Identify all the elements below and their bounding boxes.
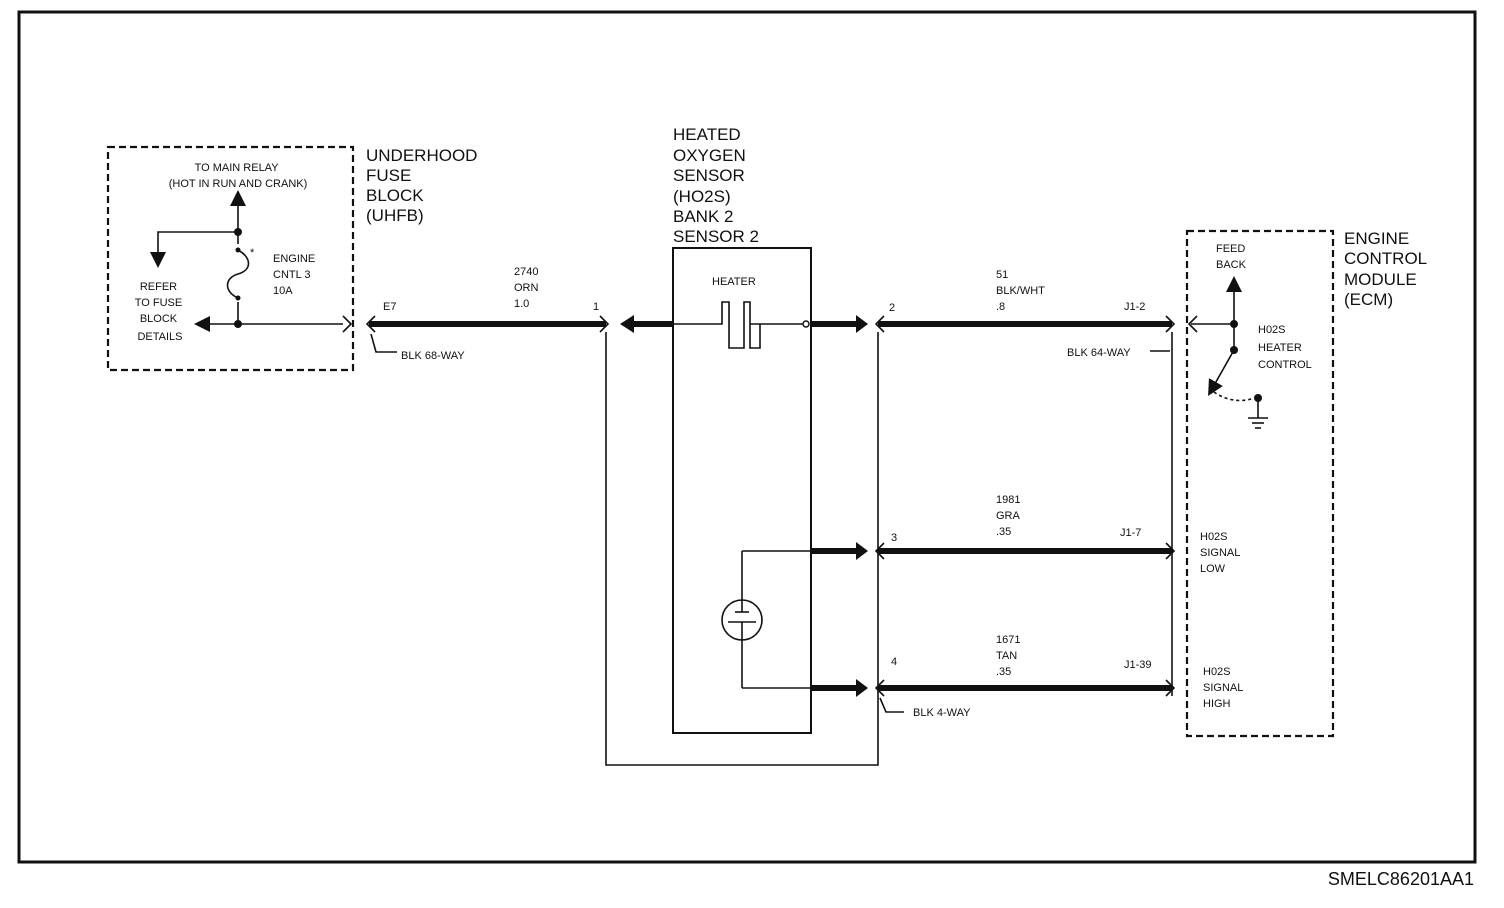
uhfb-connector-leader: [370, 333, 397, 353]
uhfb-connector-label: BLK 68-WAY: [401, 350, 465, 362]
sensor-body: [672, 247, 812, 734]
refer-branch-arrow: [150, 231, 238, 268]
uhfb-pin-label: E7: [383, 301, 396, 313]
sensor-pin2-arrow: [856, 315, 868, 333]
signal-high-label: H02S SIGNAL HIGH: [1203, 666, 1246, 710]
ecm-pin-heater-label: J1-2: [1124, 301, 1145, 313]
ecm-dashed-box: [1185, 229, 1335, 738]
uhfb-connector-pin: [365, 315, 376, 333]
wire-2740-label: 2740 ORN 1.0: [514, 266, 542, 310]
fuse-label: ENGINE CNTL 3 10A: [273, 253, 318, 297]
wire-1671-label: 1671 TAN .35: [996, 634, 1024, 678]
ecm-block: ENGINE CONTROL MODULE (ECM) FEED BACK H0…: [1185, 229, 1431, 738]
uhfb-dashed-box: [106, 145, 355, 372]
sensor-connector-leader: [879, 697, 904, 713]
sensor-pin1-connector: [599, 315, 610, 333]
ecm-pin-high-label: J1-39: [1124, 659, 1152, 671]
wire-heater-control: 2 51 BLK/WHT .8 J1-2: [811, 269, 1176, 333]
heater-control-switch-icon: [1208, 349, 1235, 396]
ecm-title: ENGINE CONTROL MODULE (ECM): [1344, 229, 1431, 309]
ecm-connector-label: BLK 64-WAY: [1067, 347, 1131, 359]
wire-feed-2740: E7 1 2740 ORN 1.0 BLK 68-WAY: [365, 266, 610, 362]
fuse-mark: *: [250, 247, 255, 259]
wire-signal-low: 3 1981 GRA .35 J1-7: [811, 494, 1176, 560]
sensor-title: HEATED OXYGEN SENSOR (HO2S) BANK 2 SENSO…: [673, 125, 759, 246]
sensor-connector-label: BLK 4-WAY: [913, 707, 971, 719]
sensor-pin4-label: 4: [891, 656, 897, 668]
wire-signal-high: 4 1671 TAN .35 J1-39 BLK 4-WAY: [811, 634, 1176, 719]
ecm-pin-low-label: J1-7: [1120, 527, 1141, 539]
sensor-pin2-label: 2: [889, 302, 895, 314]
heater-label: HEATER: [712, 276, 756, 288]
fuse-icon: [226, 249, 250, 299]
sensor-pin3-label: 3: [891, 532, 897, 544]
sensor-pin1-label: 1: [593, 301, 599, 313]
feedback-label: FEED BACK: [1216, 243, 1248, 271]
junction-dot: [234, 320, 242, 328]
figure-id: SMELC86201AA1: [1328, 869, 1474, 889]
junction-dot: [234, 228, 242, 236]
sensor-pin4-arrow: [856, 679, 868, 697]
sensor-pin3-arrow: [856, 542, 868, 560]
ecm-input-socket: [1187, 315, 1198, 333]
sensor-pin1-arrow: [620, 315, 634, 333]
uhfb-block: UNDERHOOD FUSE BLOCK (UHFB) TO MAIN RELA…: [106, 145, 482, 372]
refer-label: REFER TO FUSE BLOCK DETAILS: [135, 281, 186, 343]
wire-1981-label: 1981 GRA .35: [996, 494, 1024, 538]
heater-control-label: H02S HEATER CONTROL: [1258, 324, 1312, 371]
to-main-relay-label: TO MAIN RELAY (HOT IN RUN AND CRANK): [169, 162, 308, 190]
signal-low-label: H02S SIGNAL LOW: [1200, 531, 1243, 575]
diagram-frame: [17, 10, 1477, 864]
wire-51-label: 51 BLK/WHT .8: [996, 269, 1048, 313]
uhfb-connector-socket: [342, 315, 353, 333]
uhfb-title: UNDERHOOD FUSE BLOCK (UHFB): [366, 146, 482, 225]
sensor-block: HEATED OXYGEN SENSOR (HO2S) BANK 2 SENSO…: [620, 125, 812, 734]
heater-element: [673, 301, 806, 349]
